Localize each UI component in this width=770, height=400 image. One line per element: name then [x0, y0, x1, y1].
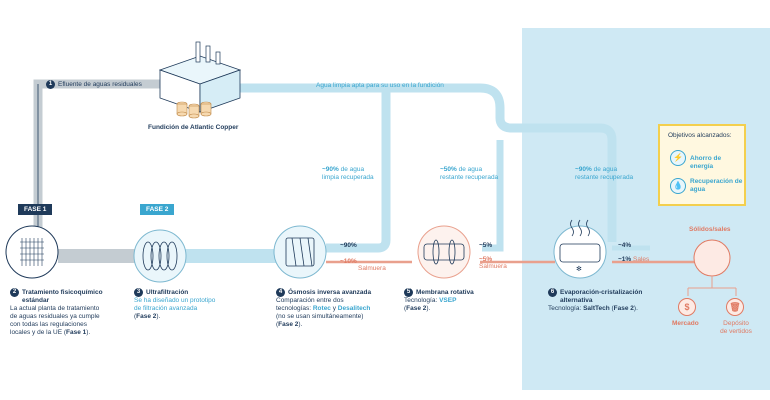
ro-brine-label: Salmuera	[358, 265, 386, 272]
water-drop-icon: 💧	[670, 178, 686, 194]
objectives-box: Objetivos alcanzados: ⚡ Ahorro de energí…	[658, 124, 746, 206]
bin-icon: 🗑	[726, 298, 744, 316]
foundry-building	[158, 41, 242, 119]
clean-water-label: Agua limpia apta para su uso en la fundi…	[316, 82, 444, 89]
evap-salts-flow: ~1% Sales	[618, 256, 650, 263]
solids-circle	[693, 239, 731, 277]
evap-recovery-note: ~90% de agua restante recuperada	[575, 166, 634, 181]
membrane-circle	[417, 225, 471, 279]
foundry-label: Fundición de Atlantic Copper	[148, 124, 239, 131]
mem-brine-label: Salmuera	[479, 263, 507, 270]
evap-circle	[553, 225, 607, 279]
phase-1-tag: FASE 1	[18, 204, 53, 215]
clean-water-pipe	[326, 83, 617, 253]
membrane-recovery-note: ~50% de agua restante recuperada	[440, 166, 499, 181]
market-label: Mercado	[672, 320, 699, 327]
mem-brine-flow: ~5%	[479, 256, 493, 263]
svg-text:✻: ✻	[576, 265, 582, 273]
step-number: 1	[46, 80, 55, 89]
uf-circle	[133, 229, 187, 283]
ro-recovery-note: ~90% de agua limpia recuperada	[322, 166, 374, 181]
phase-two-panel	[522, 28, 770, 390]
tank-circle	[5, 225, 59, 279]
lightning-icon: ⚡	[670, 150, 686, 166]
ro-circle	[273, 225, 327, 279]
objective-energy: Ahorro de energía	[690, 155, 722, 170]
ro-water-flow: ~90%	[340, 242, 357, 249]
dollar-icon: $	[678, 298, 696, 316]
mem-water-flow: ~5%	[479, 242, 493, 249]
ro-brine-flow: ~10%	[340, 258, 357, 265]
evap-water-flow: ~4%	[618, 242, 632, 249]
phase-2-tag: FASE 2	[140, 204, 175, 215]
objectives-title: Objetivos alcanzados:	[668, 132, 732, 139]
solids-label: Sólidos/sales	[689, 226, 731, 233]
